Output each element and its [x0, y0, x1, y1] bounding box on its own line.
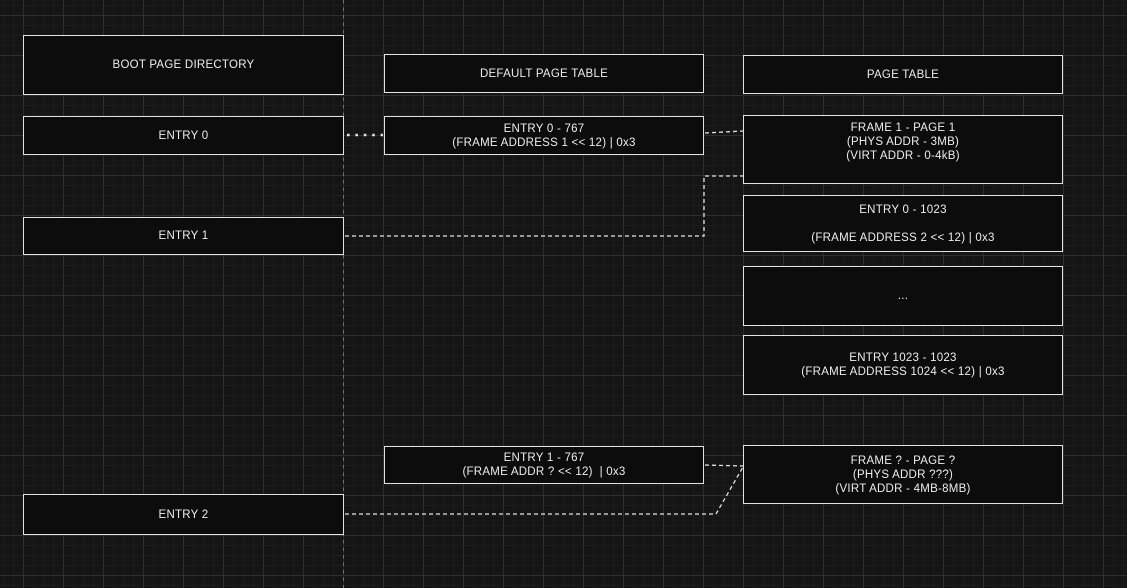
- node-label: ENTRY 1 - 767: [503, 452, 585, 464]
- node-default-page-table[interactable]: DEFAULT PAGE TABLE: [384, 54, 704, 93]
- node-entry-1[interactable]: ENTRY 1: [23, 217, 344, 255]
- node-label: DEFAULT PAGE TABLE: [479, 67, 609, 80]
- node-label: (PHYS ADDR - 3MB): [846, 136, 960, 148]
- node-frame-1-page-1[interactable]: FRAME 1 - PAGE 1 (PHYS ADDR - 3MB) (VIRT A…: [743, 115, 1063, 184]
- node-page-table[interactable]: PAGE TABLE: [743, 55, 1063, 94]
- node-frame-q-page-q[interactable]: FRAME ? - PAGE ?(PHYS ADDR ???)(VIRT ADD…: [743, 445, 1063, 504]
- node-label: (FRAME ADDR ? << 12) | 0x3: [462, 466, 626, 478]
- node-boot-page-directory[interactable]: BOOT PAGE DIRECTORY: [23, 35, 344, 95]
- node-label: FRAME 1 - PAGE 1: [850, 122, 956, 134]
- node-label: ...: [897, 290, 909, 302]
- node-entry-1023-1023[interactable]: ENTRY 1023 - 1023 (FRAME ADDRESS 1024 << …: [743, 335, 1063, 395]
- node-label: (VIRT ADDR - 0-4kB): [846, 150, 960, 162]
- node-label: (VIRT ADDR - 4MB-8MB): [835, 482, 971, 495]
- node-label: (FRAME ADDRESS 2 << 12) | 0x3: [811, 231, 995, 244]
- node-label: BOOT PAGE DIRECTORY: [112, 59, 255, 71]
- node-label: PAGE TABLE: [866, 68, 940, 81]
- node-entry-2[interactable]: ENTRY 2: [23, 494, 344, 535]
- node-label: ENTRY 1023 - 1023: [849, 352, 957, 364]
- node-label: ENTRY 0 - 767: [503, 122, 585, 135]
- node-ellipsis[interactable]: ...: [743, 266, 1063, 326]
- node-entry-1-767[interactable]: ENTRY 1 - 767 (FRAME ADDR ? << 12) | 0x3: [384, 446, 704, 484]
- node-label: (FRAME ADDRESS 1 << 12) | 0x3: [452, 136, 636, 149]
- node-entry-0-1023[interactable]: ENTRY 0 - 1023 (FRAME ADDRESS 2 << 12) | …: [743, 195, 1063, 252]
- node-label: FRAME ? - PAGE ?: [850, 454, 956, 467]
- node-label: ENTRY 0: [158, 129, 209, 142]
- node-entry-0[interactable]: ENTRY 0: [23, 116, 344, 155]
- node-label: ENTRY 0 - 1023: [859, 203, 947, 216]
- node-label: (FRAME ADDRESS 1024 << 12) | 0x3: [801, 366, 1005, 378]
- node-label: ENTRY 1: [158, 230, 209, 242]
- node-entry-0-767[interactable]: ENTRY 0 - 767(FRAME ADDRESS 1 << 12) | 0…: [384, 116, 704, 155]
- node-label: ENTRY 2: [158, 508, 209, 521]
- node-label: (PHYS ADDR ???): [852, 468, 954, 481]
